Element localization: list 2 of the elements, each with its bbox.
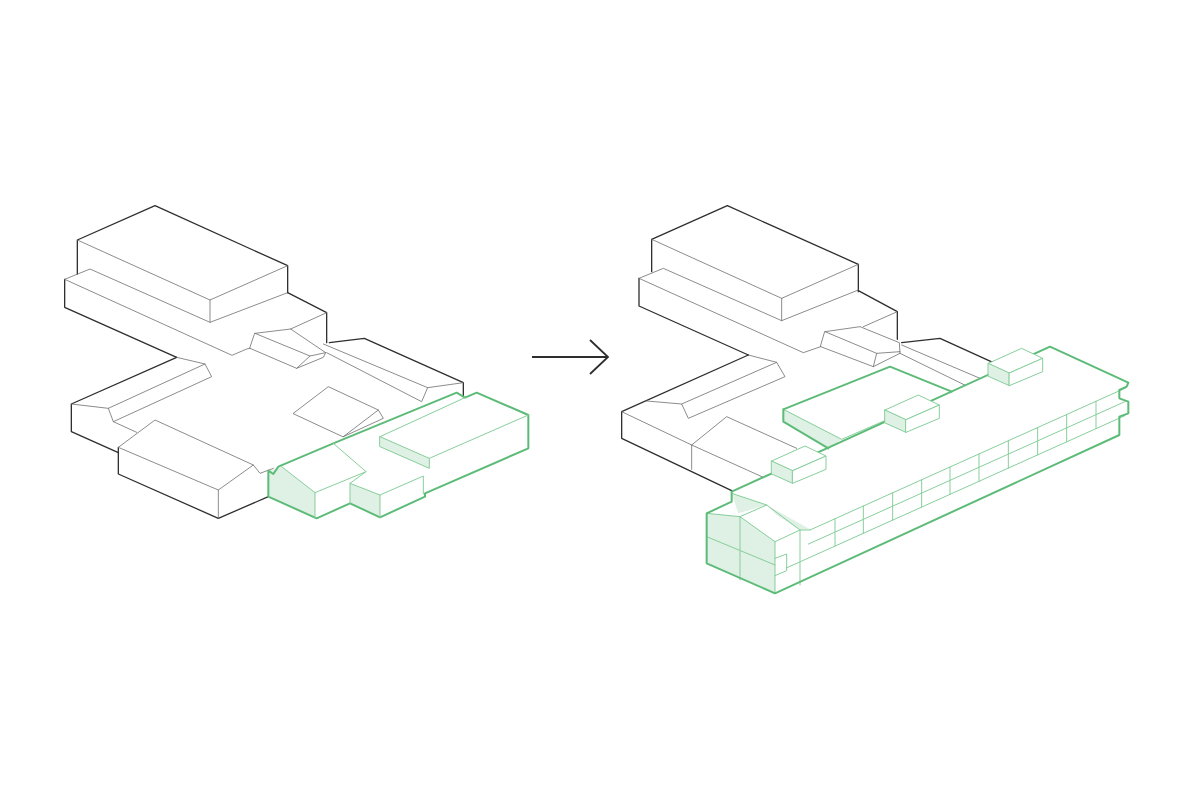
arrow	[531, 339, 609, 375]
isometric-building-drawing	[63, 205, 532, 520]
